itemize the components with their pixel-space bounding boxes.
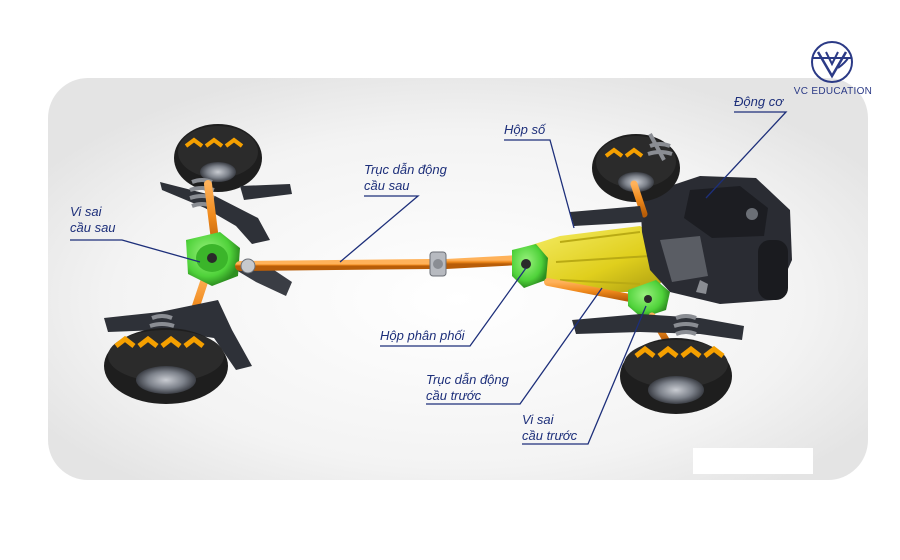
rear-left-wheel bbox=[174, 124, 262, 192]
label-rear-differential-line2: cầu sau bbox=[70, 220, 116, 235]
label-rear-differential-line1: Vi sai bbox=[70, 204, 102, 219]
front-upper-strut bbox=[647, 133, 673, 161]
label-rear-driveshaft-line1: Trục dẫn động bbox=[364, 162, 447, 177]
front-right-wheel bbox=[620, 338, 732, 414]
label-engine-line1: Động cơ bbox=[734, 94, 784, 109]
leader-gearbox bbox=[504, 139, 575, 229]
rear-upper-spring bbox=[189, 178, 215, 208]
u-joint bbox=[429, 251, 447, 277]
front-axle-assembly bbox=[570, 133, 744, 414]
leader-front-driveshaft bbox=[426, 287, 603, 405]
front-lower-strut bbox=[673, 314, 699, 336]
leader-transfer-case bbox=[380, 267, 527, 347]
front-differential bbox=[628, 280, 670, 318]
label-front-driveshaft-line2: cầu trước bbox=[426, 388, 482, 403]
leader-front-diff bbox=[522, 305, 647, 445]
label-front-differential-line1: Vi sai bbox=[522, 412, 554, 427]
label-front-differential-line2: cầu trước bbox=[522, 428, 578, 443]
label-engine: Động cơ bbox=[734, 94, 783, 110]
leader-rear-diff bbox=[70, 239, 201, 263]
engine bbox=[640, 176, 792, 304]
label-front-driveshaft-line1: Trục dẫn động bbox=[426, 372, 509, 387]
leader-rear-driveshaft bbox=[339, 195, 420, 263]
rear-differential bbox=[186, 232, 240, 286]
leader-lines bbox=[70, 111, 788, 445]
brand-name: VC EDUCATION bbox=[793, 86, 873, 97]
label-front-driveshaft: Trục dẫn động cầu trước bbox=[426, 372, 509, 404]
leader-engine bbox=[705, 111, 788, 199]
rear-axle-assembly bbox=[104, 124, 292, 404]
watermark-patch bbox=[693, 448, 813, 474]
rear-right-wheel bbox=[104, 328, 228, 404]
label-front-differential: Vi sai cầu trước bbox=[522, 412, 577, 444]
label-transfer-case: Hộp phân phối bbox=[380, 328, 465, 344]
label-transfer-case-line1: Hộp phân phối bbox=[380, 328, 465, 343]
label-gearbox-line1: Hộp số bbox=[504, 122, 546, 137]
gearbox bbox=[522, 226, 670, 292]
transfer-case bbox=[512, 244, 548, 288]
label-rear-differential: Vi sai cầu sau bbox=[70, 204, 116, 236]
front-driveshaft bbox=[544, 278, 644, 304]
rear-driveshaft bbox=[235, 251, 525, 277]
brand-block: VC EDUCATION bbox=[788, 40, 878, 97]
label-rear-driveshaft-line2: cầu sau bbox=[364, 178, 410, 193]
vc-education-logo-icon bbox=[811, 41, 853, 83]
front-upper-halfshaft bbox=[630, 180, 648, 218]
label-gearbox: Hộp số bbox=[504, 122, 545, 138]
label-rear-driveshaft: Trục dẫn động cầu sau bbox=[364, 162, 447, 194]
rear-lower-arm bbox=[104, 300, 252, 370]
